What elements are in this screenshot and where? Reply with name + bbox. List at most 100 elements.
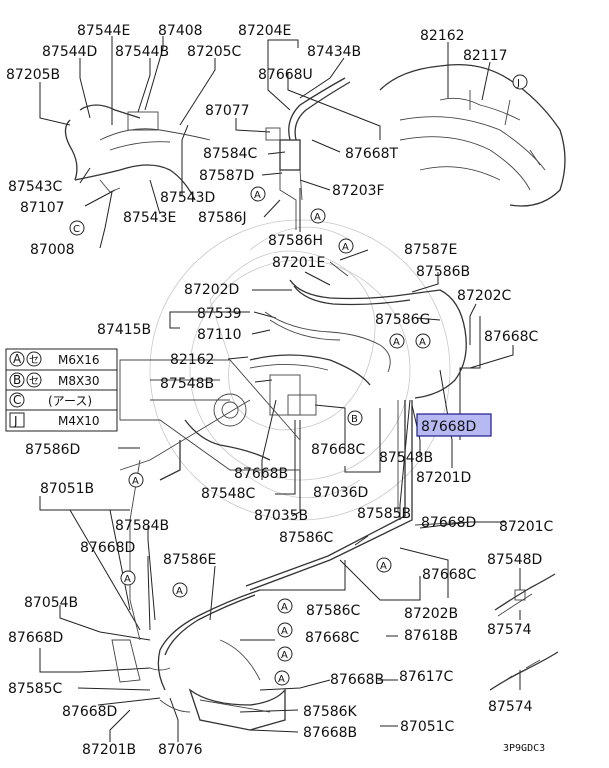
part-label[interactable]: 87668D (421, 515, 476, 531)
part-label[interactable]: 87586C (306, 603, 361, 619)
part-label[interactable]: 87668D (62, 704, 117, 720)
part-label[interactable]: 87586D (25, 442, 80, 458)
part-label[interactable]: 87586C (279, 530, 334, 546)
callout-a: A (120, 570, 136, 586)
callout-j: J (512, 74, 528, 90)
part-label[interactable]: 87618B (404, 628, 458, 644)
callout-a: A (338, 238, 354, 254)
part-label[interactable]: 87036D (313, 485, 368, 501)
part-label[interactable]: 87110 (197, 327, 242, 343)
legend-row-b: B セ M8X30 (9, 372, 99, 388)
part-label[interactable]: 87415B (97, 322, 151, 338)
part-label[interactable]: 87668U (258, 67, 313, 83)
legend-key: A (13, 352, 22, 366)
part-label[interactable]: 87668C (422, 567, 477, 583)
part-label[interactable]: 87548B (379, 450, 433, 466)
part-label[interactable]: 87548C (201, 486, 256, 502)
part-label[interactable]: 87543D (160, 190, 215, 206)
part-label[interactable]: 87668B (330, 672, 384, 688)
part-label[interactable]: 87586G (375, 312, 430, 328)
part-label[interactable]: 87205B (6, 67, 60, 83)
part-label[interactable]: 87587E (404, 242, 457, 258)
callout-a: A (172, 582, 188, 598)
part-label[interactable]: 82117 (463, 48, 508, 64)
part-label[interactable]: 87077 (205, 103, 250, 119)
leader-lines (39, 36, 521, 742)
part-label[interactable]: 87548D (487, 552, 542, 568)
part-label[interactable]: 87051B (40, 481, 94, 497)
highlighted-part-label[interactable]: 87668D (421, 419, 476, 435)
part-label[interactable]: 87107 (20, 200, 65, 216)
part-label[interactable]: 87205C (187, 44, 242, 60)
part-label[interactable]: 87617C (399, 669, 454, 685)
part-label[interactable]: 87668C (311, 442, 366, 458)
part-label[interactable]: 87586H (268, 233, 323, 249)
part-label[interactable]: 87203F (332, 183, 385, 199)
part-label[interactable]: 87204E (238, 23, 291, 39)
part-label[interactable]: 87668B (234, 466, 288, 482)
callouts: A J C A A A A B A A A A A A A A (69, 74, 528, 686)
part-label[interactable]: 87586J (198, 210, 247, 226)
part-label[interactable]: 87008 (30, 242, 75, 258)
legend-row-a: A セ M6X16 (9, 351, 99, 367)
legend-spec: M6X16 (58, 353, 99, 367)
part-label[interactable]: 87539 (197, 306, 242, 322)
callout-a: A (376, 557, 392, 573)
legend-mark: セ (29, 354, 39, 366)
part-label[interactable]: 87584C (203, 146, 258, 162)
part-label[interactable]: 87586K (303, 704, 358, 720)
part-label[interactable]: 87587D (199, 168, 254, 184)
part-label[interactable]: 87585C (8, 681, 63, 697)
part-label[interactable]: 87574 (488, 699, 533, 715)
callout-a: A (250, 186, 266, 202)
part-label[interactable]: 87584B (115, 518, 169, 534)
part-label[interactable]: 87201D (416, 470, 471, 486)
callout-a: A (128, 472, 144, 488)
part-label[interactable]: 87202B (404, 606, 458, 622)
part-label[interactable]: 87544B (115, 44, 169, 60)
part-label[interactable]: 87585B (357, 506, 411, 522)
svg-text:A: A (419, 337, 426, 348)
legend-row-c: C (アース) (9, 392, 92, 408)
svg-text:C: C (73, 224, 80, 235)
part-label[interactable]: 87668D (80, 540, 135, 556)
part-label[interactable]: 87574 (487, 622, 532, 638)
part-label[interactable]: 87586E (163, 552, 216, 568)
callout-c: C (69, 220, 85, 236)
part-label[interactable]: 87051C (400, 719, 455, 735)
part-label[interactable]: 87201E (272, 255, 325, 271)
part-label[interactable]: 87544D (42, 44, 97, 60)
svg-text:A: A (132, 476, 139, 487)
part-label[interactable]: 87054B (24, 595, 78, 611)
callout-a: A (310, 208, 326, 224)
part-label[interactable]: 87543C (8, 179, 63, 195)
part-label[interactable]: 87202D (184, 282, 239, 298)
part-label[interactable]: 87668B (303, 725, 357, 741)
part-label[interactable]: 82162 (420, 28, 465, 44)
part-label[interactable]: 87548B (160, 376, 214, 392)
part-label[interactable]: 87544E (77, 23, 130, 39)
part-label[interactable]: 87668C (305, 630, 360, 646)
svg-text:A: A (393, 337, 400, 348)
svg-text:A: A (254, 190, 261, 201)
part-label[interactable]: 87668C (484, 329, 539, 345)
part-label[interactable]: 87434B (307, 44, 361, 60)
part-label[interactable]: 87543E (123, 210, 176, 226)
svg-text:A: A (176, 586, 183, 597)
part-label[interactable]: 87668T (345, 146, 399, 162)
svg-text:A: A (124, 574, 131, 585)
part-label[interactable]: 87202C (457, 288, 512, 304)
part-label[interactable]: 82162 (170, 352, 215, 368)
part-label[interactable]: 87408 (158, 23, 203, 39)
part-label[interactable]: 87076 (158, 742, 203, 758)
svg-text:J: J (516, 78, 520, 89)
svg-text:B: B (351, 414, 358, 425)
part-label[interactable]: 87668D (8, 630, 63, 646)
part-label[interactable]: 87035B (254, 508, 308, 524)
part-label[interactable]: 87201B (82, 742, 136, 758)
callout-a: A (277, 622, 293, 638)
part-label[interactable]: 87586B (416, 264, 470, 280)
part-label[interactable]: 87201C (499, 519, 554, 535)
callout-a: A (274, 670, 290, 686)
